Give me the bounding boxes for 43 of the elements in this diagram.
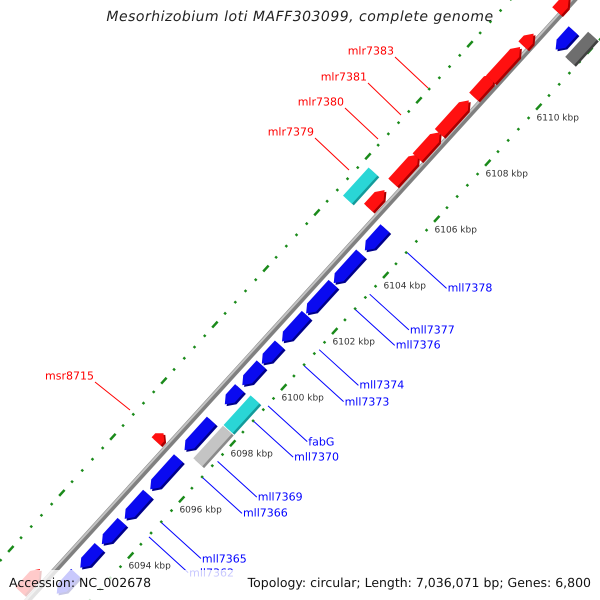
gene-label: mll7370 [294,450,339,464]
leader-line [202,477,242,514]
gene-label: mll7366 [242,506,288,520]
accession-text: Accession: NC_002678 [9,575,152,590]
gene-label: mll7362 [189,566,234,580]
gene-label: mll7376 [396,338,441,352]
scale-label: 6094 kbp [128,562,171,573]
leader-line [314,138,350,170]
genome-summary-text: Topology: circular; Length: 7,036,071 bp; Genes: 6,800 [248,575,591,590]
scale-label: 6100 kbp [281,394,324,405]
gene-label: mlr7380 [298,96,344,108]
gene-label: mll7369 [258,490,303,504]
leader-line [94,382,130,410]
leader-line [406,252,448,289]
gene-label: mlr7379 [268,126,314,138]
gene-label: mll7378 [448,282,492,295]
gene-label: mll7377 [410,323,455,336]
scale-label: 6106 kbp [434,225,477,236]
leader-line [161,522,202,560]
leader-line [355,309,396,346]
scale-label: 6096 kbp [179,506,222,517]
gene-label: fabG [308,435,334,448]
gene-label: mll7373 [344,395,390,408]
leader-line [344,108,378,140]
gene-label: msr8715 [45,370,94,382]
gene-label: mll7365 [202,552,247,566]
scale-label: 6102 kbp [332,337,375,348]
leader-line [394,56,428,88]
leader-line [268,405,308,442]
scale-label: 6108 kbp [486,169,528,180]
leader-line [369,294,410,330]
scale-label: 6110 kbp [536,113,579,124]
gene-label: mlr7383 [348,44,394,58]
leader-line [368,82,402,116]
leader-line [304,365,344,402]
scale-label: 6104 kbp [384,281,426,292]
leader-line [318,349,359,386]
scale-label: 6098 kbp [230,450,273,461]
gene-label: mll7374 [359,378,404,392]
diagram-title: Mesorhizobium loti MAFF303099, complete genome [105,9,495,25]
leader-line [253,420,294,458]
leader-line [217,460,258,498]
gene-label: mlr7381 [320,70,367,84]
